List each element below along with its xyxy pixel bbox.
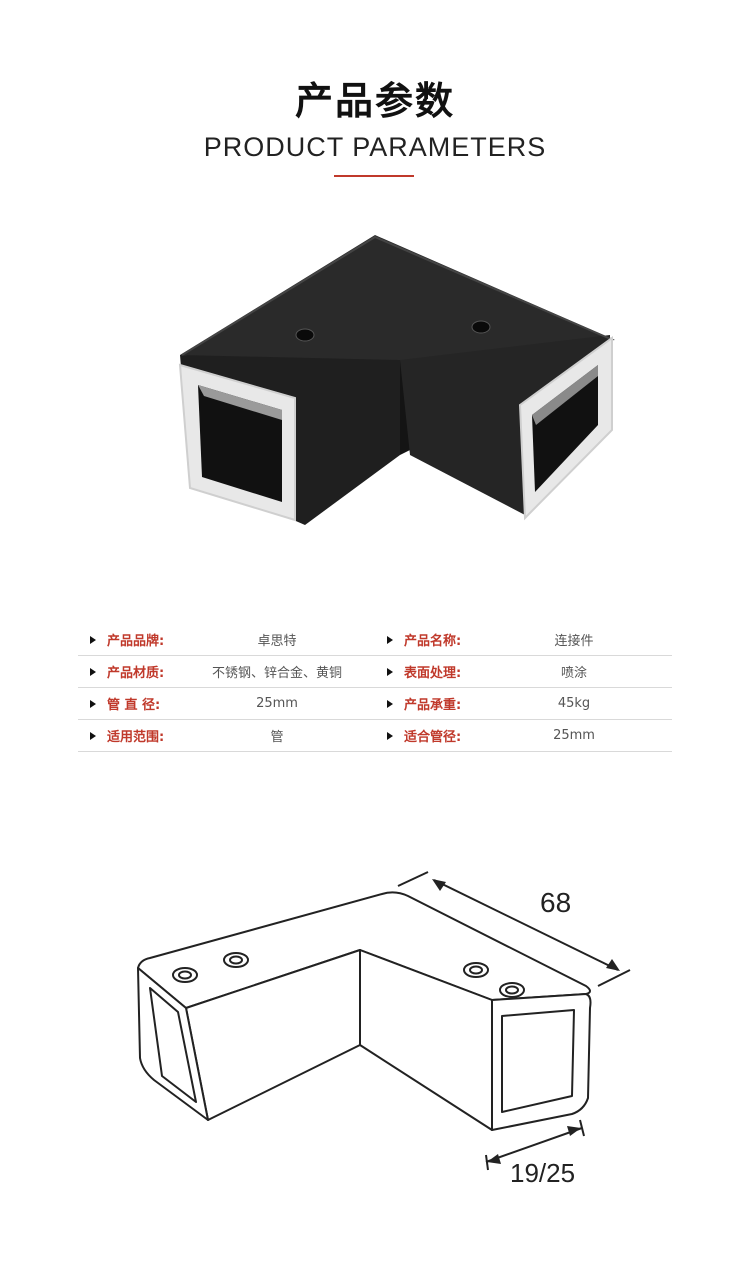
spec-label: 表面处理:	[404, 666, 462, 681]
spec-cell: 表面处理: 喷涂	[375, 656, 672, 687]
spec-value: 25mm	[553, 728, 595, 743]
spec-row: 产品材质: 不锈钢、锌合金、黄铜 表面处理: 喷涂	[78, 656, 672, 688]
spec-value: 45kg	[557, 696, 591, 711]
triangle-bullet-icon	[387, 635, 393, 644]
spec-value: 25mm	[256, 696, 298, 711]
dimension-length-label: 68	[540, 887, 571, 918]
spec-cell: 产品名称: 连接件	[375, 624, 672, 655]
spec-cell: 管 直 径: 25mm	[78, 688, 375, 719]
spec-cell: 产品品牌: 卓思特	[78, 624, 375, 655]
spec-label: 适用范围:	[107, 730, 165, 745]
triangle-bullet-icon	[387, 699, 393, 708]
triangle-bullet-icon	[90, 667, 96, 676]
spec-label: 产品承重:	[404, 698, 462, 713]
spec-label: 产品名称:	[404, 634, 462, 649]
spec-value: 连接件	[554, 634, 594, 649]
spec-row: 适用范围: 管 适合管径: 25mm	[78, 720, 672, 752]
page-title: 产品参数	[294, 79, 455, 123]
spec-table: 产品品牌: 卓思特 产品名称: 连接件 产品材质: 不锈钢、锌合金、黄铜 表面处…	[78, 624, 672, 752]
page-subtitle: PRODUCT PARAMETERS	[203, 132, 547, 162]
spec-row: 管 直 径: 25mm 产品承重: 45kg	[78, 688, 672, 720]
spec-label: 产品品牌:	[107, 634, 165, 649]
title-divider	[334, 175, 414, 177]
spec-value: 管	[270, 730, 284, 745]
dimension-drawing: 68 19/25	[137, 871, 631, 1188]
spec-cell: 适用范围: 管	[78, 720, 375, 751]
spec-value: 卓思特	[257, 634, 297, 649]
spec-value: 不锈钢、锌合金、黄铜	[211, 666, 342, 681]
triangle-bullet-icon	[387, 731, 393, 740]
triangle-bullet-icon	[90, 635, 96, 644]
spec-cell: 产品材质: 不锈钢、锌合金、黄铜	[78, 656, 375, 687]
spec-value: 喷涂	[560, 666, 587, 681]
triangle-bullet-icon	[387, 667, 393, 676]
spec-cell: 适合管径: 25mm	[375, 720, 672, 751]
spec-label: 产品材质:	[107, 666, 165, 681]
spec-row: 产品品牌: 卓思特 产品名称: 连接件	[78, 624, 672, 656]
product-photo	[178, 235, 615, 525]
spec-label: 管 直 径:	[107, 698, 161, 713]
triangle-bullet-icon	[90, 699, 96, 708]
dimension-section-label: 19/25	[510, 1158, 575, 1188]
spec-cell: 产品承重: 45kg	[375, 688, 672, 719]
spec-label: 适合管径:	[404, 730, 462, 745]
triangle-bullet-icon	[90, 731, 96, 740]
